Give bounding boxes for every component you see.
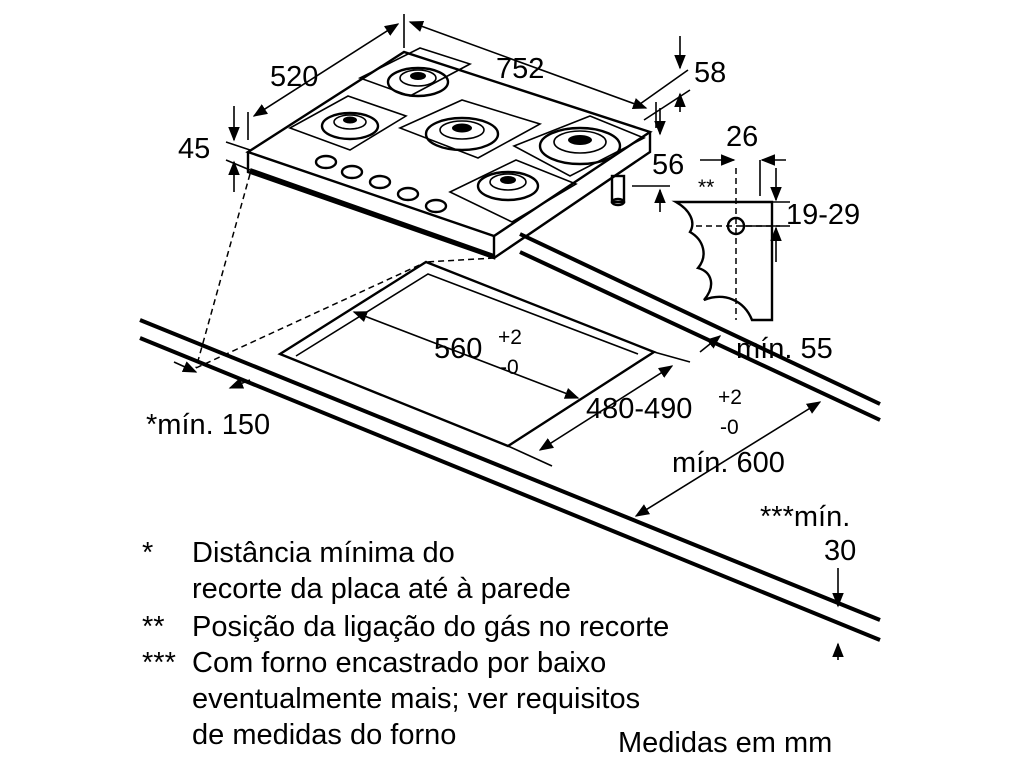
hob-bottom-shadow xyxy=(249,168,495,258)
dim-cutout-depth-tol-plus: +2 xyxy=(718,386,742,409)
legend-text-1-line1: Distância mínima do xyxy=(192,537,455,569)
legend-text-2-line1: Posição da ligação do gás no recorte xyxy=(192,611,669,643)
gas-connection-detail xyxy=(671,154,790,322)
legend-marker-3: *** xyxy=(142,647,176,679)
legend-text-1-line2: recorte da placa até à parede xyxy=(192,573,571,605)
hob-front-edge xyxy=(246,152,496,260)
dim-gas-height: 19-29 xyxy=(786,199,860,231)
units-note: Medidas em mm xyxy=(618,727,832,759)
pan-supports xyxy=(288,47,646,223)
cutout-dimension-lines xyxy=(173,311,844,660)
dim-min-oven-line1: ***mín. xyxy=(760,501,850,533)
worktop xyxy=(139,173,881,642)
dim-min-wall: *mín. 150 xyxy=(146,409,270,441)
worktop-right-edge-top xyxy=(519,232,881,406)
burner-front-left xyxy=(320,111,380,141)
dim-width: 752 xyxy=(496,53,544,85)
dim-gas-offset: 26 xyxy=(726,121,758,153)
burner-wok xyxy=(538,126,622,166)
legend-text-3-line1: Com forno encastrado por baixo xyxy=(192,647,606,679)
dim-min-oven-line2: 30 xyxy=(824,535,856,567)
legend-text-3-line2: eventualmente mais; ver requisitos xyxy=(192,683,640,715)
hob-right-edge xyxy=(493,132,652,259)
dim-cutout-width: 560 xyxy=(434,333,482,365)
dim-cutout-depth-tol-minus: -0 xyxy=(720,416,739,439)
gas-pipe xyxy=(610,174,626,207)
dim-cutout-width-tol-minus: -0 xyxy=(500,356,519,379)
dim-min-front: mín. 55 xyxy=(736,333,833,365)
legend-text-3-line3: de medidas do forno xyxy=(192,719,456,751)
dim-depth: 520 xyxy=(270,61,318,93)
dim-cutout-depth: 480-490 xyxy=(586,393,692,425)
worktop-back-edge-top xyxy=(139,318,881,622)
hob-dimension-lines xyxy=(225,14,691,212)
control-knobs xyxy=(314,154,448,214)
dim-cutout-width-tol-plus: +2 xyxy=(498,326,522,349)
dim-side-offset: 56 xyxy=(652,149,684,181)
worktop-right-edge-bottom xyxy=(519,250,881,422)
dim-min-depth: mín. 600 xyxy=(672,447,785,479)
worktop-section xyxy=(671,200,774,322)
legend-marker-1: * xyxy=(142,537,153,569)
legend: * Distância mínima do recorte da placa a… xyxy=(142,537,669,751)
legend-marker-2: ** xyxy=(142,611,165,643)
dim-gas-marker: ** xyxy=(698,176,714,199)
burner-front-right xyxy=(476,170,540,202)
dim-front-height: 45 xyxy=(178,133,210,165)
dim-rear-offset: 58 xyxy=(694,57,726,89)
worktop-back-edge-bottom xyxy=(139,336,881,642)
burner-center xyxy=(424,116,500,152)
